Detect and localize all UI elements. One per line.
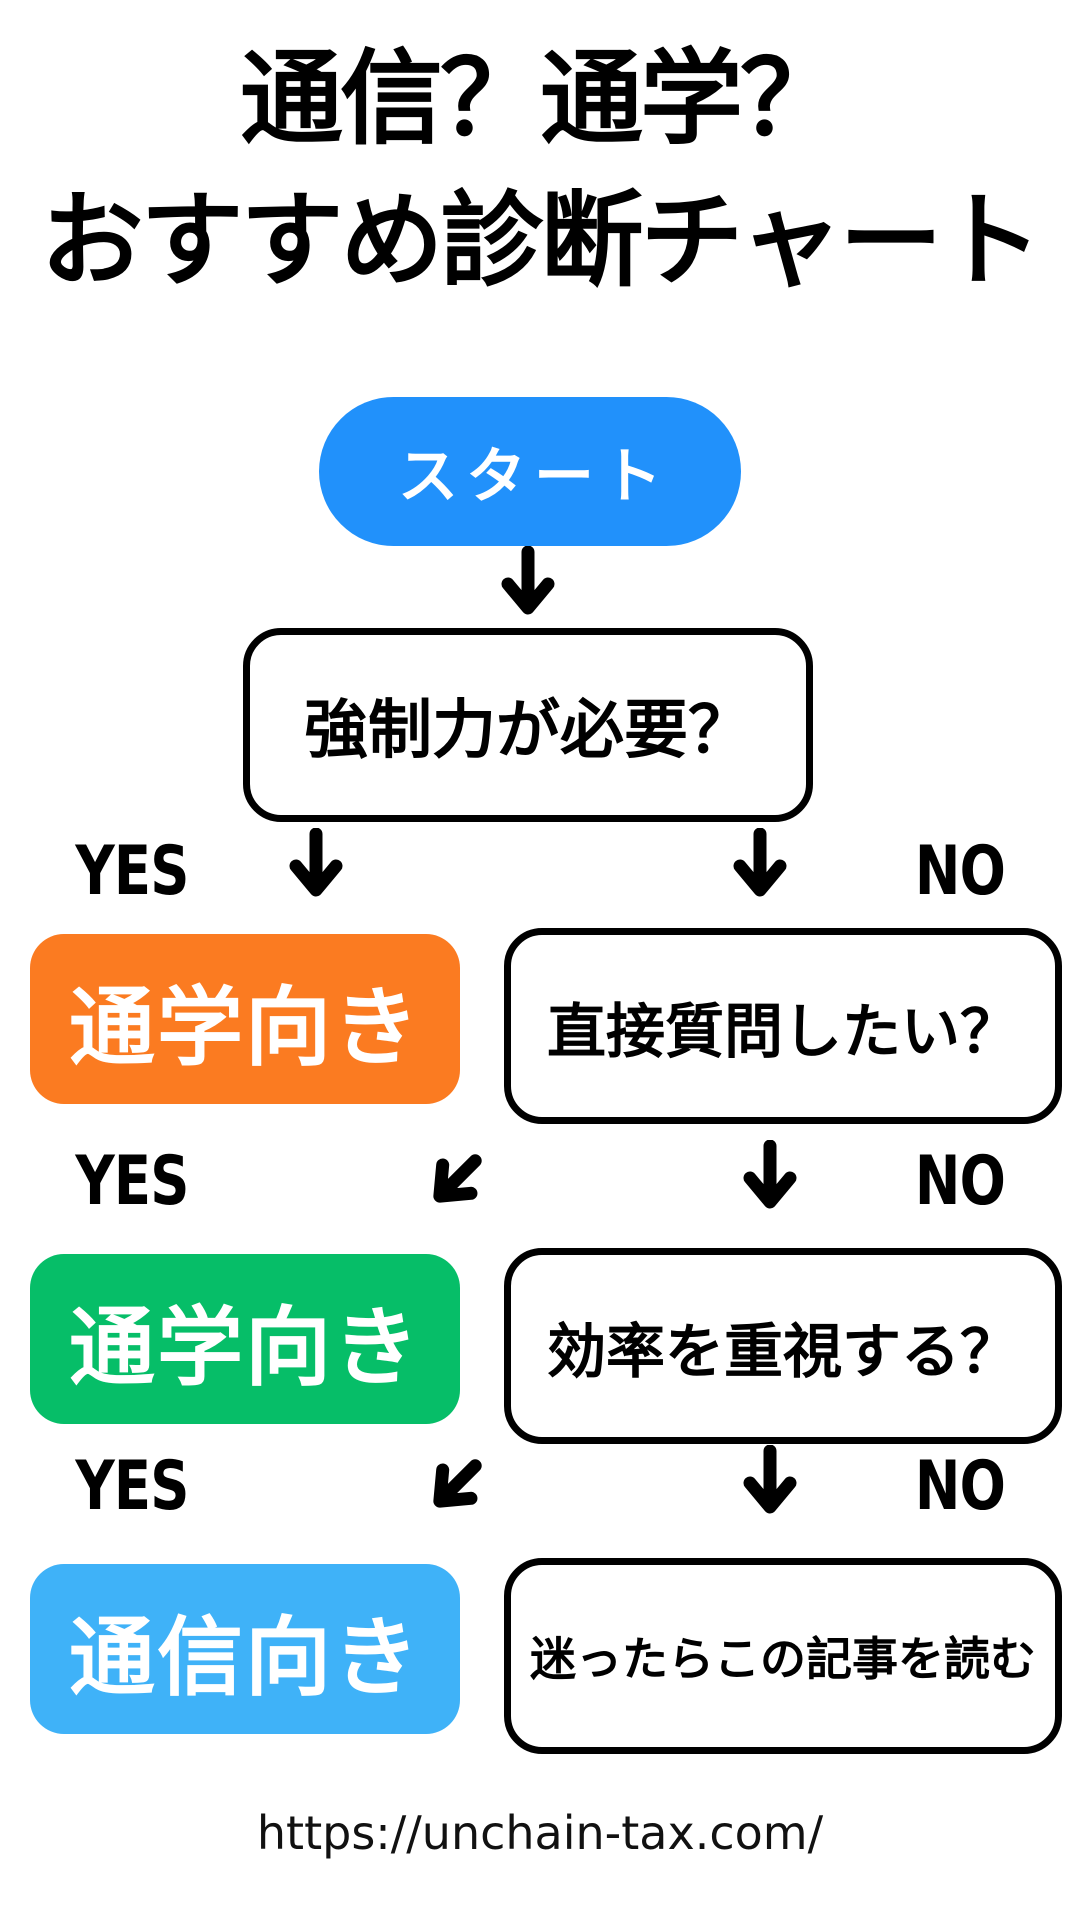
down-left-arrow-icon (403, 1131, 505, 1233)
result-node-correspondence: 通信向き (30, 1564, 460, 1734)
question-node-enforcement: 強制力が必要？ (243, 628, 813, 822)
result-node-commuting-1: 通学向き (30, 934, 460, 1104)
start-node: スタート (319, 397, 741, 546)
page-title-line1: 通信？通学？ (240, 39, 843, 159)
branch-no-label: NO (914, 1142, 1006, 1221)
branch-yes-label: YES (75, 1142, 189, 1221)
final-node-read-article: 迷ったらこの記事を読む (504, 1558, 1062, 1754)
down-arrow-icon (286, 828, 346, 912)
question-node-label: 効率を重視する？ (546, 1316, 1019, 1386)
down-arrow-icon (740, 1140, 800, 1224)
page-title-line2: おすすめ診断チャート (40, 181, 1043, 302)
down-arrow-icon (740, 1445, 800, 1529)
question-node-label: 強制力が必要？ (304, 694, 752, 768)
footer-url: https://unchain-tax.com/ (256, 1806, 824, 1860)
result-node-label: 通学向き (69, 1297, 421, 1398)
question-node-direct-questions: 直接質問したい？ (504, 928, 1062, 1124)
final-node-label: 迷ったらこの記事を読む (530, 1632, 1036, 1686)
question-node-label: 直接質問したい？ (546, 996, 1019, 1066)
start-node-label: スタート (398, 442, 670, 512)
result-node-label: 通信向き (69, 1607, 421, 1708)
result-node-commuting-2: 通学向き (30, 1254, 460, 1424)
page-title: 通信？通学？ おすすめ診断チャート (0, 28, 1080, 312)
question-node-efficiency: 効率を重視する？ (504, 1248, 1062, 1444)
down-arrow-icon (730, 828, 790, 912)
branch-no-label: NO (914, 1447, 1006, 1526)
branch-yes-label: YES (75, 1447, 189, 1526)
result-node-label: 通学向き (69, 977, 421, 1078)
down-arrow-icon (498, 546, 558, 630)
branch-no-label: NO (914, 832, 1006, 911)
down-left-arrow-icon (403, 1436, 505, 1538)
branch-yes-label: YES (75, 832, 189, 911)
